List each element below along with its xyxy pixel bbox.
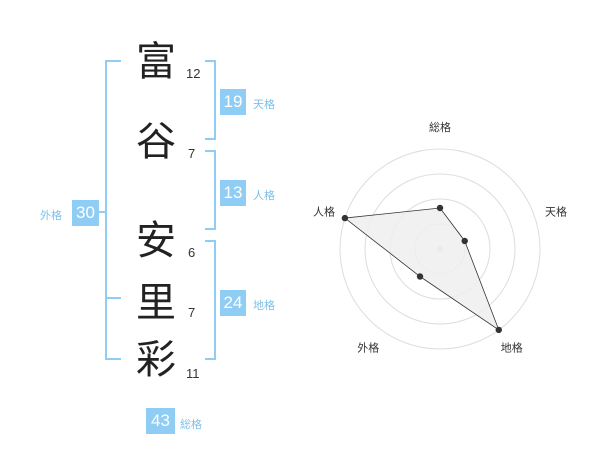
jinkaku-bracket xyxy=(205,150,216,230)
gaikaku-bracket xyxy=(105,60,121,360)
chikaku-bracket xyxy=(205,240,216,360)
radar-axis-label-2: 天格 xyxy=(545,204,567,218)
soukaku-label: 総格 xyxy=(180,418,202,431)
jinkaku-value-badge: 13 xyxy=(220,180,246,206)
tenkaku-value-badge: 19 xyxy=(220,89,246,115)
radar-ring-3 xyxy=(364,173,516,325)
radar-point-2 xyxy=(461,237,468,245)
radar-point-5 xyxy=(341,214,349,222)
stroke-count-4: 7 xyxy=(188,305,196,320)
radar-axis-label-3: 地格 xyxy=(501,341,523,355)
stroke-count-2: 7 xyxy=(188,146,196,161)
name-character-2: 谷 xyxy=(136,119,176,165)
gaikaku-value-badge: 30 xyxy=(72,200,99,226)
radar-ring-4 xyxy=(339,148,541,350)
soukaku-value-badge: 43 xyxy=(146,408,175,434)
radar-series-area xyxy=(343,207,500,331)
stroke-count-5: 11 xyxy=(186,366,200,381)
radar-point-1 xyxy=(436,204,444,212)
name-character-4: 里 xyxy=(136,280,176,326)
radar-point-4 xyxy=(416,273,424,280)
chikaku-label: 地格 xyxy=(253,299,275,312)
name-character-3: 安 xyxy=(136,218,176,264)
radar-axis-label-1: 総格 xyxy=(429,120,451,134)
chikaku-value-badge: 24 xyxy=(220,290,246,316)
gaikaku-label: 外格 xyxy=(40,209,62,222)
name-character-1: 富 xyxy=(136,39,176,85)
tenkaku-label: 天格 xyxy=(253,98,275,111)
radar-axis-label-5: 人格 xyxy=(313,204,335,218)
radar-axis-label-4: 外格 xyxy=(357,341,379,355)
jinkaku-label: 人格 xyxy=(253,189,275,202)
radar-point-3 xyxy=(495,326,502,334)
stroke-count-1: 12 xyxy=(186,66,201,81)
stroke-count-3: 6 xyxy=(188,245,196,260)
name-character-5: 彩 xyxy=(136,337,176,383)
tenkaku-bracket xyxy=(205,60,216,140)
gaikaku-bracket-inner-tick xyxy=(105,297,121,299)
gaikaku-bracket-connector xyxy=(92,211,106,213)
